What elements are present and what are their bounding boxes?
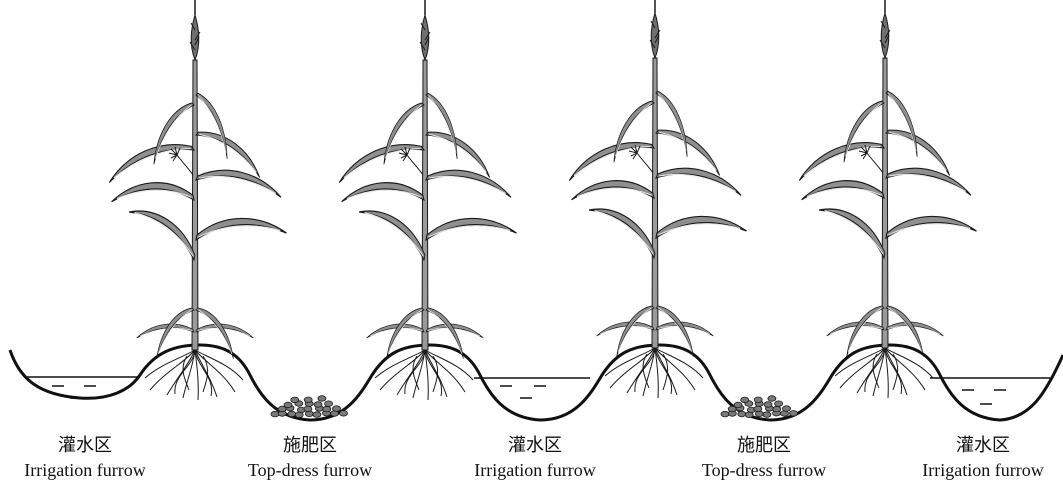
maize-plant [335,0,517,400]
fertilizer-granule [291,397,299,403]
furrow-label-en: Top-dress furrow [230,461,390,479]
fertilizer-granule [304,406,312,412]
soil-surface-line [10,345,1063,420]
fertilizer-granule [734,402,742,408]
fertilizer-granule [271,411,279,417]
fertilizer-granule [783,406,791,412]
fertilizer-granule [754,406,762,412]
fertilizer-granule [314,402,322,408]
furrow-label-zh: 施肥区 [684,437,844,455]
furrow-label-zh: 施肥区 [230,437,390,455]
fertilizer-granule [790,411,798,417]
furrow-label-en: Irrigation furrow [458,461,612,479]
fertilizer-granule [768,396,776,402]
furrow-label: 灌水区 Irrigation furrow [8,437,162,479]
fertilizer-granule [775,401,783,407]
fertilizer-granule [773,406,781,412]
furrow-label-zh: 灌水区 [8,437,162,455]
furrow-label-zh: 灌水区 [458,437,612,455]
fertilizer-granule [741,397,749,403]
furrow-label: 施肥区 Top-dress furrow [684,437,844,479]
fertilizer-granule [288,411,296,417]
maize-plant [795,0,977,398]
fertilizer-granule [763,412,771,418]
furrow-label-en: Irrigation furrow [8,461,162,479]
fertilizer-granule [721,411,729,417]
fertilizer-granule [323,406,331,412]
furrow-label: 灌水区 Irrigation furrow [458,437,612,479]
furrow-label-en: Top-dress furrow [684,461,844,479]
fertilizer-granule [313,412,321,418]
fertilizer-granule [340,411,348,417]
fertilizer-granule [304,397,312,403]
fertilizer-granule [284,402,292,408]
maize-plant [565,0,747,398]
fertilizer-pile [271,396,348,418]
fertilizer-granule [333,406,341,412]
furrow-label-en: Irrigation furrow [906,461,1060,479]
fertilizer-granule [738,411,746,417]
furrow-label: 灌水区 Irrigation furrow [906,437,1060,479]
fertilizer-granule [754,397,762,403]
fertilizer-granule [318,396,326,402]
fertilizer-granule [325,401,333,407]
fertilizer-granule [764,402,772,408]
furrow-label: 施肥区 Top-dress furrow [230,437,390,479]
furrow-label-zh: 灌水区 [906,437,1060,455]
maize-plant [105,0,287,400]
fertilizer-pile [721,396,798,418]
